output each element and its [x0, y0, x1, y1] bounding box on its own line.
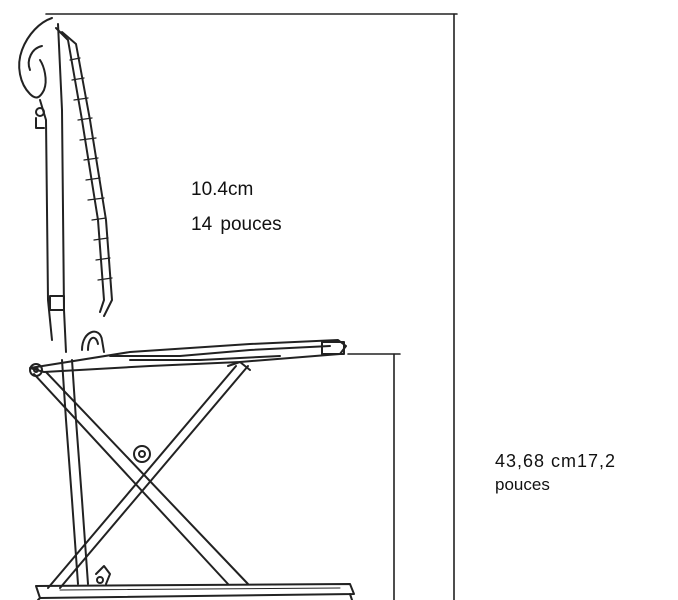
legs — [33, 359, 251, 589]
seat-height-metric-label: 43,68 cm17,2 — [495, 451, 617, 471]
backrest-slats — [69, 57, 113, 281]
seat-height-dimension — [347, 353, 401, 600]
total-height-metric-label: 10.4cm — [191, 179, 254, 200]
seat-height-imperial-label: pouces — [495, 475, 550, 494]
backrest — [18, 17, 113, 353]
base — [35, 565, 355, 600]
seat — [29, 339, 347, 377]
total-height-imperial-label: 14 pouces — [191, 214, 282, 235]
total-height-dimension — [45, 13, 458, 600]
